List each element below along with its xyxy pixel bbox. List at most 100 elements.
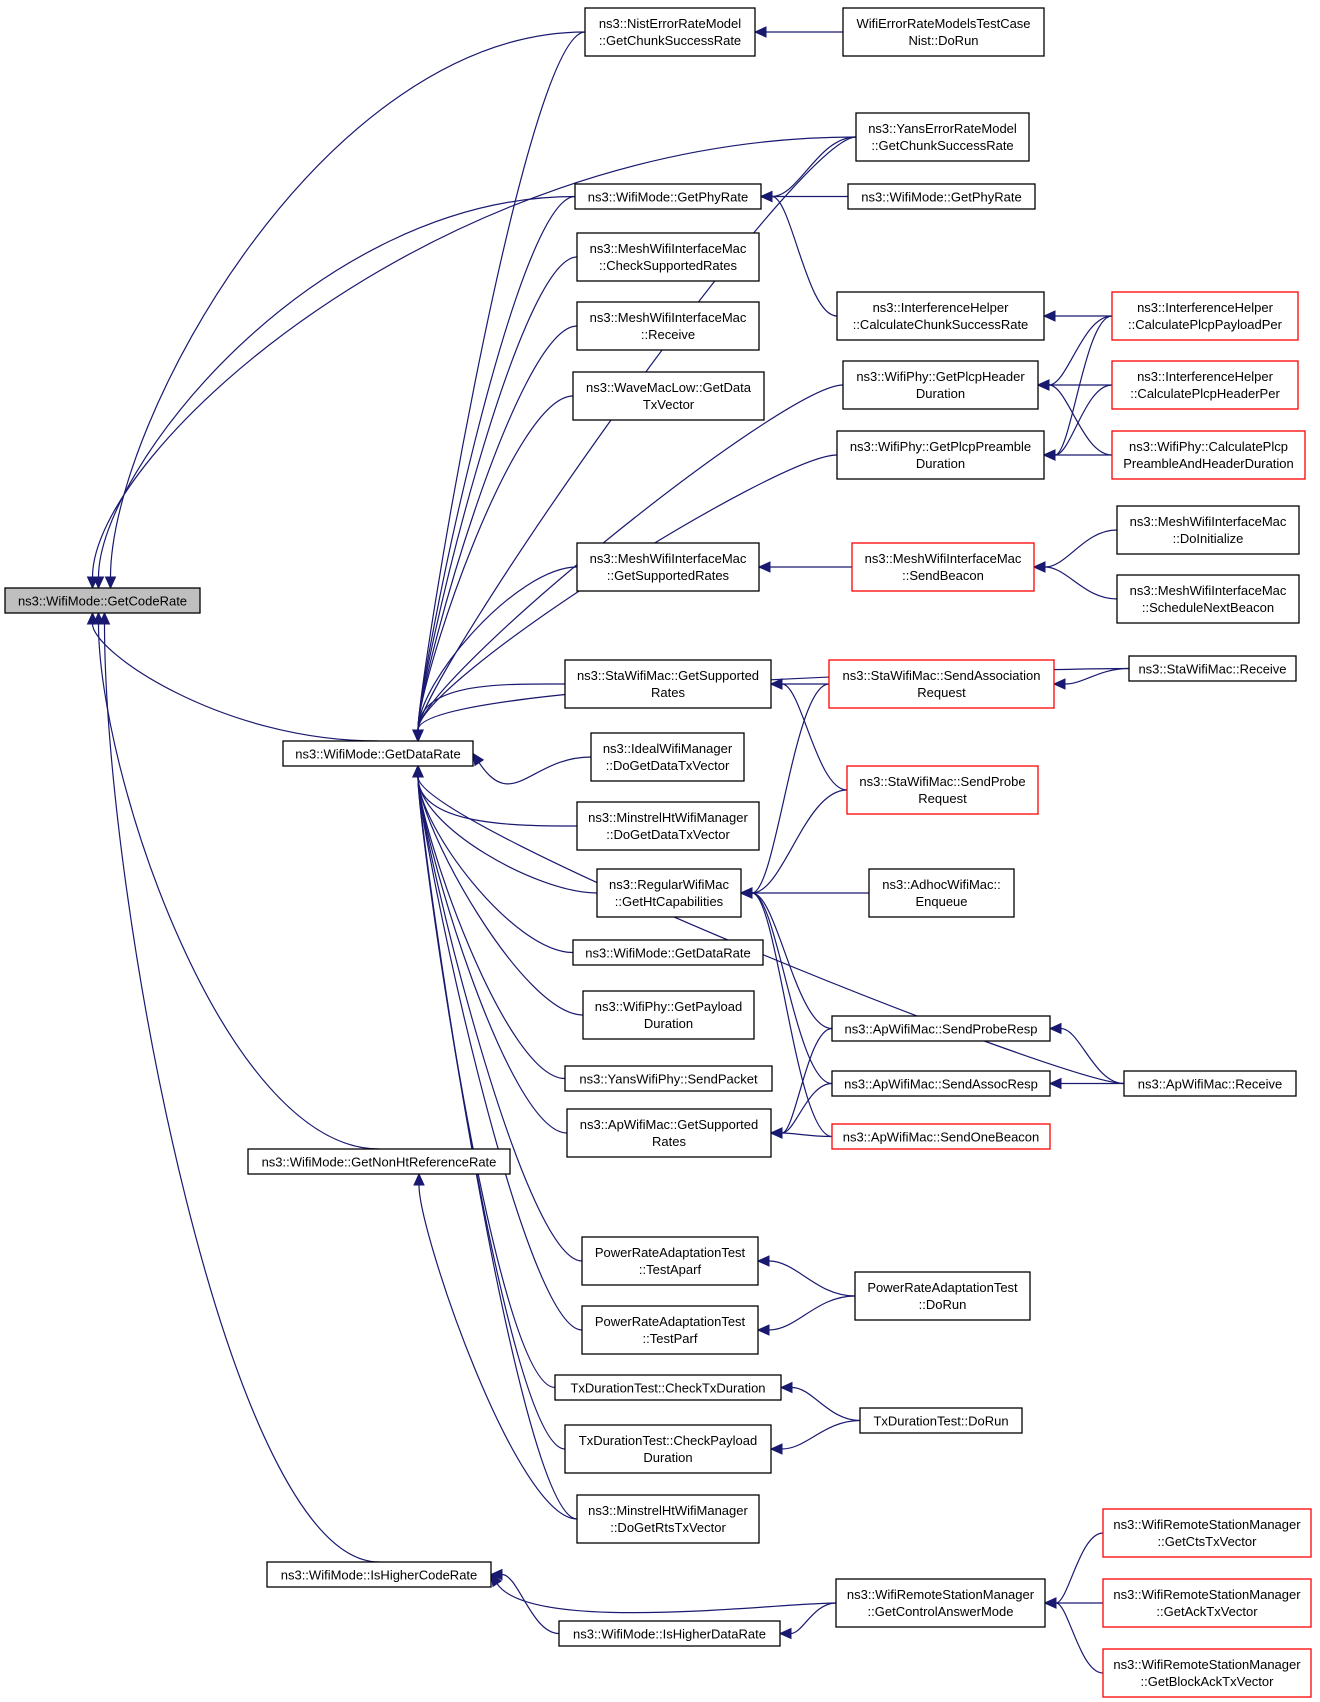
- arrowhead: [778, 1627, 792, 1640]
- node-label: ns3::RegularWifiMac: [609, 877, 729, 892]
- node-getnonht[interactable]: ns3::WifiMode::GetNonHtReferenceRate: [247, 1148, 511, 1175]
- edge-wrsm-control-to-ishighercoderate: [490, 1573, 837, 1614]
- node-ih-header[interactable]: ns3::InterferenceHelper::CalculatePlcpHe…: [1111, 360, 1299, 410]
- node-minstrel-rts[interactable]: ns3::MinstrelHtWifiManager::DoGetRtsTxVe…: [576, 1494, 760, 1544]
- node-box: [859, 1407, 1023, 1434]
- arrowhead: [489, 1568, 503, 1581]
- node-adhoc[interactable]: ns3::AdhocWifiMac::Enqueue: [868, 868, 1015, 918]
- node-mesh-check[interactable]: ns3::MeshWifiInterfaceMac::CheckSupporte…: [576, 232, 760, 282]
- node-label: ns3::WifiRemoteStationManager: [1113, 1587, 1301, 1602]
- node-pra-aparf[interactable]: PowerRateAdaptationTest::TestAparf: [581, 1236, 759, 1286]
- node-wrsm-control[interactable]: ns3::WifiRemoteStationManager::GetContro…: [835, 1578, 1046, 1628]
- arrowhead: [472, 752, 485, 767]
- arrowhead: [98, 611, 111, 625]
- node-label: PowerRateAdaptationTest: [595, 1314, 746, 1329]
- edge-mesh-beacon-to-mesh-getsup: [757, 561, 852, 573]
- edge-ih-payload-to-phy-header: [1036, 315, 1113, 391]
- node-label: ns3::MeshWifiInterfaceMac: [865, 551, 1022, 566]
- edge-ih-payload-to-ih-chunk: [1042, 310, 1113, 322]
- node-yans-chunk[interactable]: ns3::YansErrorRateModel::GetChunkSuccess…: [855, 112, 1030, 162]
- node-minstrel-data[interactable]: ns3::MinstrelHtWifiManager::DoGetDataTxV…: [576, 801, 760, 851]
- node-box: [854, 1271, 1031, 1321]
- node-wave-getdata[interactable]: ns3::WaveMacLow::GetDataTxVector: [572, 371, 765, 421]
- node-regular-ht[interactable]: ns3::RegularWifiMac::GetHtCapabilities: [596, 868, 742, 918]
- node-label: TxVector: [643, 397, 695, 412]
- node-ih-chunk[interactable]: ns3::InterferenceHelper::CalculateChunkS…: [836, 291, 1045, 341]
- node-label: ns3::MeshWifiInterfaceMac: [590, 310, 747, 325]
- node-nist-chunk[interactable]: ns3::NistErrorRateModel::GetChunkSuccess…: [584, 7, 756, 57]
- node-mesh-sched[interactable]: ns3::MeshWifiInterfaceMac::ScheduleNextB…: [1116, 574, 1300, 624]
- node-ideal[interactable]: ns3::IdealWifiManager::DoGetDataTxVector: [590, 732, 745, 782]
- node-pra-dorun[interactable]: PowerRateAdaptationTest::DoRun: [854, 1271, 1031, 1321]
- node-box: [4, 587, 201, 614]
- node-box: [266, 1561, 492, 1588]
- node-getphyrate2[interactable]: ns3::WifiMode::GetPhyRate: [847, 183, 1036, 210]
- node-label: ::TestAparf: [639, 1262, 702, 1277]
- arrowhead: [779, 1381, 793, 1394]
- node-yans-send[interactable]: ns3::YansWifiPhy::SendPacket: [564, 1065, 773, 1092]
- arrowhead: [769, 678, 783, 690]
- node-label: ns3::ApWifiMac::SendOneBeacon: [843, 1130, 1040, 1145]
- node-ap-assocresp[interactable]: ns3::ApWifiMac::SendAssocResp: [831, 1070, 1051, 1097]
- edge-ap-receive-to-ap-assocresp: [1048, 1077, 1125, 1090]
- node-box: [576, 301, 760, 351]
- node-wrsm-ack[interactable]: ns3::WifiRemoteStationManager::GetAckTxV…: [1102, 1578, 1312, 1628]
- edge-pra-dorun-to-pra-parf: [756, 1295, 856, 1336]
- edge-ap-assocresp-to-regular-ht: [739, 887, 833, 1085]
- node-box: [842, 360, 1039, 410]
- node-mesh-doinit[interactable]: ns3::MeshWifiInterfaceMac::DoInitialize: [1116, 505, 1300, 555]
- node-label: Duration: [916, 386, 965, 401]
- arrowhead: [413, 1172, 425, 1186]
- node-label: ns3::ApWifiMac::Receive: [1138, 1077, 1283, 1092]
- node-label: ns3::StaWifiMac::SendProbe: [859, 774, 1025, 789]
- node-txd-dorun[interactable]: TxDurationTest::DoRun: [859, 1407, 1023, 1434]
- edge-yans-chunk-to-getdatarate: [412, 136, 857, 743]
- arrowhead: [1042, 449, 1056, 461]
- edge-nist-chunk-to-getdatarate: [412, 31, 586, 743]
- node-getdatarate[interactable]: ns3::WifiMode::GetDataRate: [282, 740, 474, 767]
- node-getdatarate2[interactable]: ns3::WifiMode::GetDataRate: [572, 939, 764, 966]
- node-box: [564, 1424, 772, 1474]
- node-label: ns3::ApWifiMac::SendProbeResp: [845, 1022, 1038, 1037]
- node-ap-beacon[interactable]: ns3::ApWifiMac::SendOneBeacon: [831, 1123, 1051, 1150]
- node-getcoderate[interactable]: ns3::WifiMode::GetCodeRate: [4, 587, 201, 614]
- node-getphyrate[interactable]: ns3::WifiMode::GetPhyRate: [574, 183, 762, 210]
- arrowhead: [769, 1443, 783, 1455]
- node-label: ::CalculatePlcpPayloadPer: [1128, 317, 1283, 332]
- node-box: [1111, 291, 1299, 341]
- node-sta-getsup[interactable]: ns3::StaWifiMac::GetSupportedRates: [564, 659, 772, 709]
- arrowhead: [1048, 1077, 1062, 1090]
- node-sta-receive[interactable]: ns3::StaWifiMac::Receive: [1128, 655, 1297, 682]
- node-ishighercoderate[interactable]: ns3::WifiMode::IsHigherCodeRate: [266, 1561, 492, 1588]
- node-label: ::DoGetRtsTxVector: [610, 1520, 726, 1535]
- arrowhead: [490, 1573, 503, 1588]
- node-box: [868, 868, 1015, 918]
- node-mesh-beacon[interactable]: ns3::MeshWifiInterfaceMac::SendBeacon: [851, 542, 1035, 592]
- node-label: ::GetAckTxVector: [1156, 1604, 1258, 1619]
- node-pra-parf[interactable]: PowerRateAdaptationTest::TestParf: [581, 1305, 759, 1355]
- node-label: ns3::WifiRemoteStationManager: [1113, 1657, 1301, 1672]
- arrowhead: [1052, 678, 1066, 690]
- node-mesh-receive[interactable]: ns3::MeshWifiInterfaceMac::Receive: [576, 301, 760, 351]
- node-ap-receive[interactable]: ns3::ApWifiMac::Receive: [1123, 1070, 1297, 1097]
- edge-ap-receive-to-ap-proberesp: [1048, 1022, 1125, 1085]
- node-ishigherdatarate[interactable]: ns3::WifiMode::IsHigherDataRate: [558, 1620, 781, 1647]
- node-ap-proberesp[interactable]: ns3::ApWifiMac::SendProbeResp: [831, 1015, 1051, 1042]
- node-box: [1128, 655, 1297, 682]
- node-txd-check[interactable]: TxDurationTest::CheckTxDuration: [554, 1374, 782, 1401]
- node-label: TxDurationTest::DoRun: [873, 1414, 1008, 1429]
- node-mesh-getsup[interactable]: ns3::MeshWifiInterfaceMac::GetSupportedR…: [576, 542, 760, 592]
- node-wrsm-block[interactable]: ns3::WifiRemoteStationManager::GetBlockA…: [1102, 1648, 1312, 1698]
- node-label: ::DoGetDataTxVector: [606, 758, 730, 773]
- node-ap-getsup[interactable]: ns3::ApWifiMac::GetSupportedRates: [566, 1108, 772, 1158]
- node-wrsm-cts[interactable]: ns3::WifiRemoteStationManager::GetCtsTxV…: [1102, 1508, 1312, 1558]
- node-phy-calc[interactable]: ns3::WifiPhy::CalculatePlcpPreambleAndHe…: [1111, 430, 1306, 480]
- node-ih-payload[interactable]: ns3::InterferenceHelper::CalculatePlcpPa…: [1111, 291, 1299, 341]
